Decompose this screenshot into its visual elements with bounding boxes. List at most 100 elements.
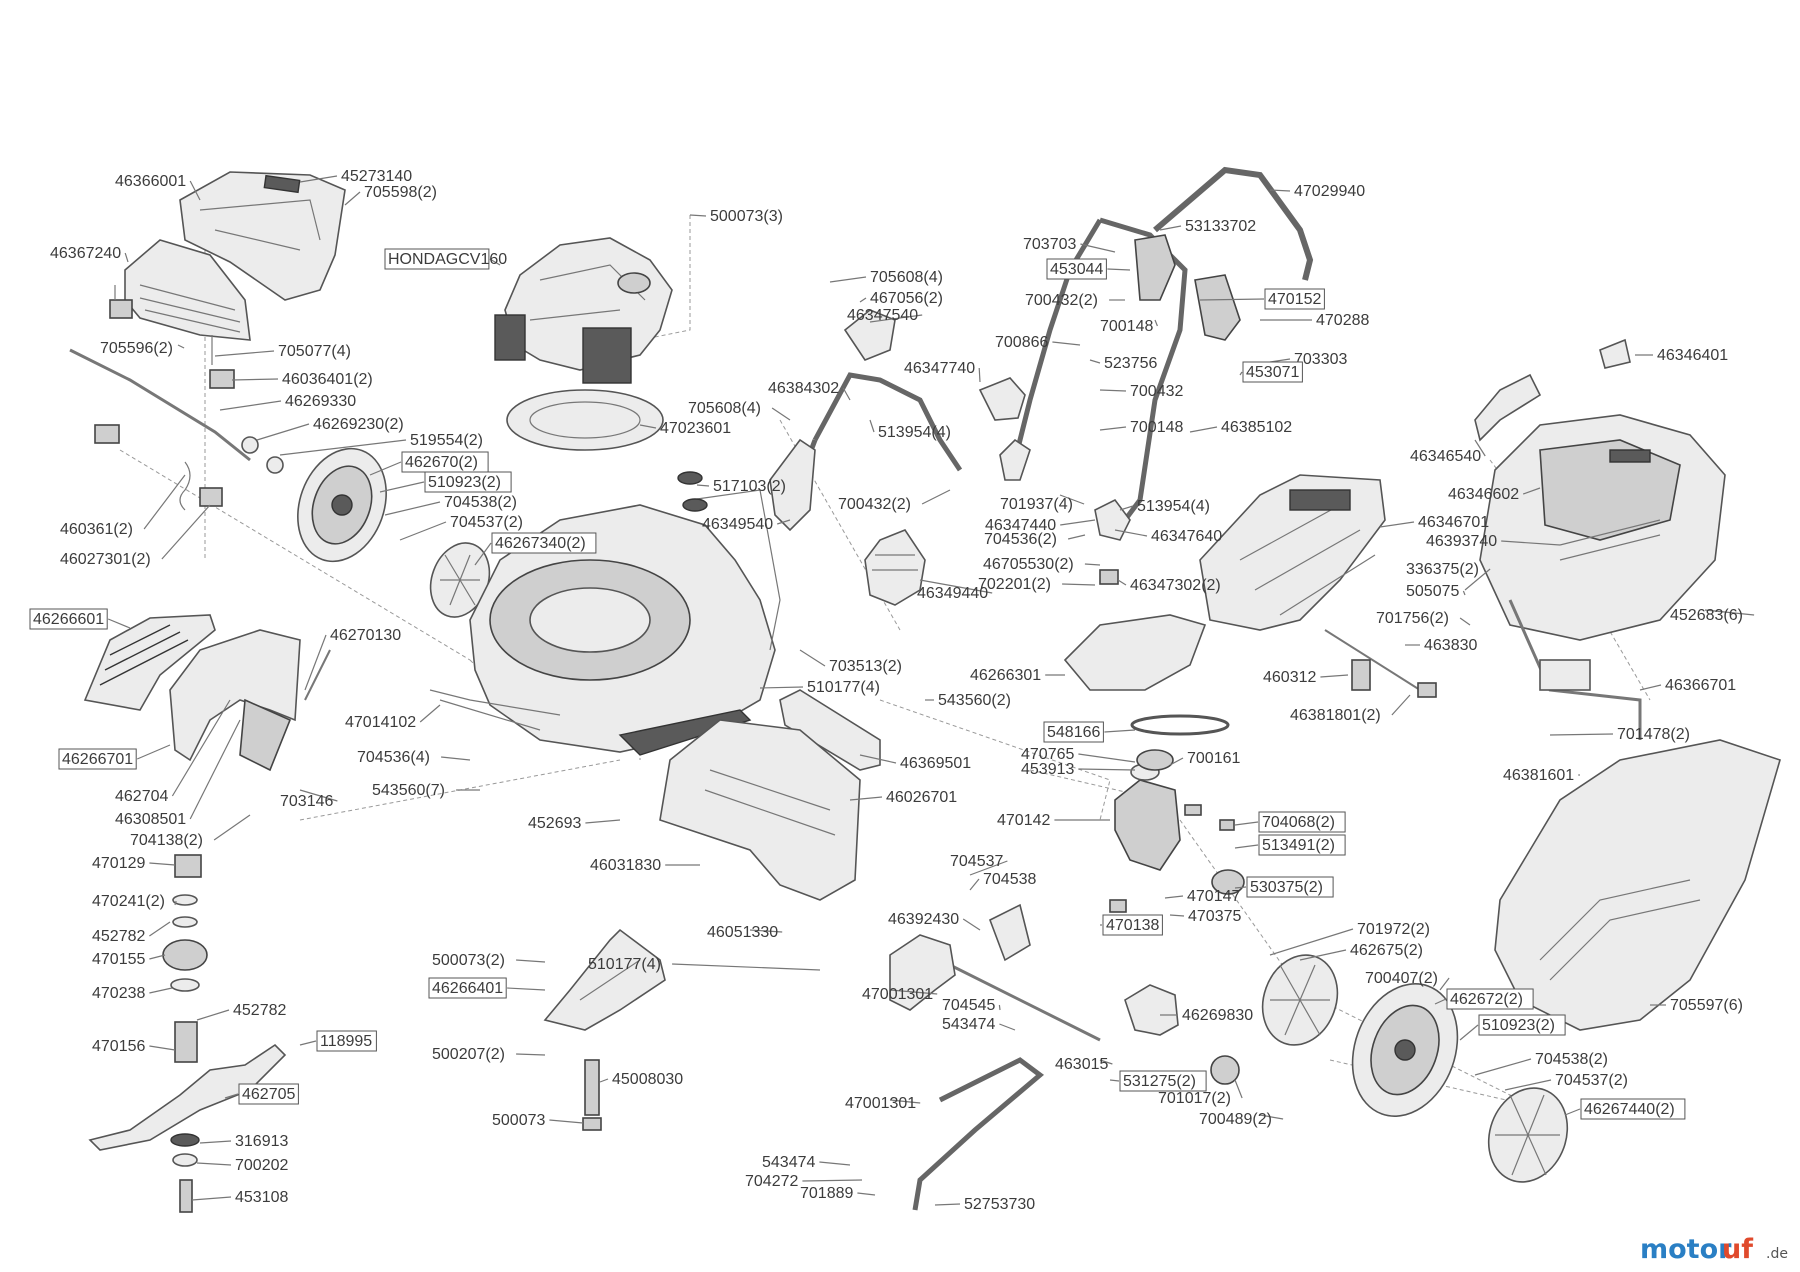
part-number-label: 46269330 <box>285 393 356 410</box>
callout-23: 510177(4) <box>759 679 880 696</box>
callout-leader-line <box>1114 529 1148 537</box>
part-number-label: 53133702 <box>1185 218 1256 235</box>
callout-leader-line <box>999 1023 1016 1031</box>
callout-leader-line <box>696 484 710 487</box>
part-number-label: 704536(2) <box>984 531 1057 548</box>
callout-leader-line <box>143 474 186 530</box>
handle-mount-46349540 <box>769 438 816 532</box>
part-number-label: 701937(4) <box>1000 496 1073 513</box>
callout-leader-line <box>1117 579 1127 586</box>
callout-leader-line <box>1704 609 1755 616</box>
part-number-label: 700148 <box>1100 318 1153 335</box>
callout-76: 470288 <box>1260 312 1369 329</box>
callout-leader-line <box>978 367 981 383</box>
part-number-label: 703303 <box>1294 351 1347 368</box>
callout-27: 704536(4) <box>357 749 471 766</box>
callout-box <box>316 1030 377 1052</box>
callout-leader-line <box>849 796 883 801</box>
watermark-uf: uf <box>1722 1234 1753 1265</box>
part-number-label: 703146 <box>280 793 333 810</box>
part-number-label: 543474 <box>762 1154 815 1171</box>
callout-7: 46269330 <box>219 393 356 411</box>
callout-box <box>1102 914 1163 936</box>
callout-leader-line <box>419 704 441 723</box>
part-number-label: 463830 <box>1424 637 1477 654</box>
part-number-label: 548166 <box>1047 724 1100 741</box>
callout-leader-line <box>1234 1079 1243 1099</box>
callout-31: 46031830 <box>590 857 700 874</box>
part-number-label: 46385102 <box>1221 419 1292 436</box>
part-number-label: 704138(2) <box>130 832 203 849</box>
callout-132: 46381601 <box>1503 767 1580 784</box>
part-number-label: 46269830 <box>1182 1007 1253 1024</box>
callout-leader-line <box>1078 753 1136 763</box>
handle-46346540 <box>1474 373 1542 442</box>
part-number-label: 701972(2) <box>1357 921 1430 938</box>
part-number-label: 470241(2) <box>92 893 165 910</box>
mulch-plug-46266401 <box>543 928 666 1031</box>
callout-leader-line <box>689 214 707 217</box>
part-number-label: 462705 <box>242 1086 295 1103</box>
part-number-label: 470238 <box>92 985 145 1002</box>
part-number-label: 513954(4) <box>1137 498 1210 515</box>
callout-leader-line <box>1391 694 1411 716</box>
callout-48: 462704 <box>115 699 231 805</box>
part-number-label: 500073(3) <box>710 208 783 225</box>
callout-40: 513954(4) <box>869 419 951 441</box>
callout-114: 543474 <box>762 1154 851 1171</box>
callout-leader-line <box>344 191 361 206</box>
rear-wheel-left <box>297 447 387 563</box>
callout-leader-line <box>1234 886 1247 889</box>
callout-51: 704138(2) <box>130 814 251 849</box>
callout-64: 500073(2) <box>432 952 546 969</box>
callout-leader-line <box>189 719 241 820</box>
callout-43: 46349440 <box>917 579 993 602</box>
callout-92: 548166 <box>1043 721 1136 743</box>
callout-box <box>238 1083 299 1105</box>
callout-107: 543474 <box>942 1016 1016 1033</box>
callout-91: 46266301 <box>970 667 1065 684</box>
callout-leader-line <box>1159 225 1182 231</box>
callout-99: 530375(2) <box>1234 876 1334 898</box>
bearing-517103 <box>677 471 708 512</box>
callout-59: 118995 <box>299 1030 377 1052</box>
callout-67: 45008030 <box>599 1071 683 1088</box>
part-number-label: 705077(4) <box>278 343 351 360</box>
callout-63: 453108 <box>191 1189 288 1206</box>
bracket-460312 <box>1351 659 1371 691</box>
callout-leader-line <box>1099 1059 1113 1065</box>
callout-61: 316913 <box>199 1133 288 1150</box>
callout-109: 463015 <box>1055 1056 1113 1073</box>
callout-134: 701972(2) <box>1269 921 1430 956</box>
callout-110: 531275(2) <box>1109 1070 1207 1092</box>
callout-box <box>1242 361 1303 383</box>
part-number-label: 543560(2) <box>938 692 1011 709</box>
callout-66: 500207(2) <box>432 1046 546 1063</box>
part-number-label: 46705530(2) <box>983 556 1074 573</box>
callout-box <box>29 608 108 630</box>
callout-box <box>1246 876 1334 898</box>
callout-82: 700148 <box>1099 419 1183 436</box>
part-number-label: 704545 <box>942 997 995 1014</box>
part-number-label: 704068(2) <box>1262 814 1335 831</box>
callout-leader-line <box>1299 949 1347 961</box>
part-number-label: 703513(2) <box>829 658 902 675</box>
part-number-label: 46027301(2) <box>60 551 151 568</box>
callout-117: 52753730 <box>934 1196 1035 1213</box>
callout-121: 701756(2) <box>1376 610 1471 627</box>
callout-leader-line <box>196 1162 232 1166</box>
callout-leader-line <box>1549 733 1614 736</box>
wheel-bracket-46392430 <box>988 903 1031 962</box>
part-number-label: 462704 <box>115 788 168 805</box>
callout-leader-line <box>1259 1114 1284 1120</box>
callout-box <box>1119 1070 1207 1092</box>
callout-33: 510177(4) <box>588 956 821 973</box>
part-number-label: 705608(4) <box>870 269 943 286</box>
part-number-label: 316913 <box>235 1133 288 1150</box>
callout-13: 704537(2) <box>399 514 523 541</box>
callout-leader-line <box>231 378 279 381</box>
part-number-label: 700407(2) <box>1365 970 1438 987</box>
part-number-label: 519554(2) <box>410 432 483 449</box>
callout-leader-line <box>859 754 897 764</box>
